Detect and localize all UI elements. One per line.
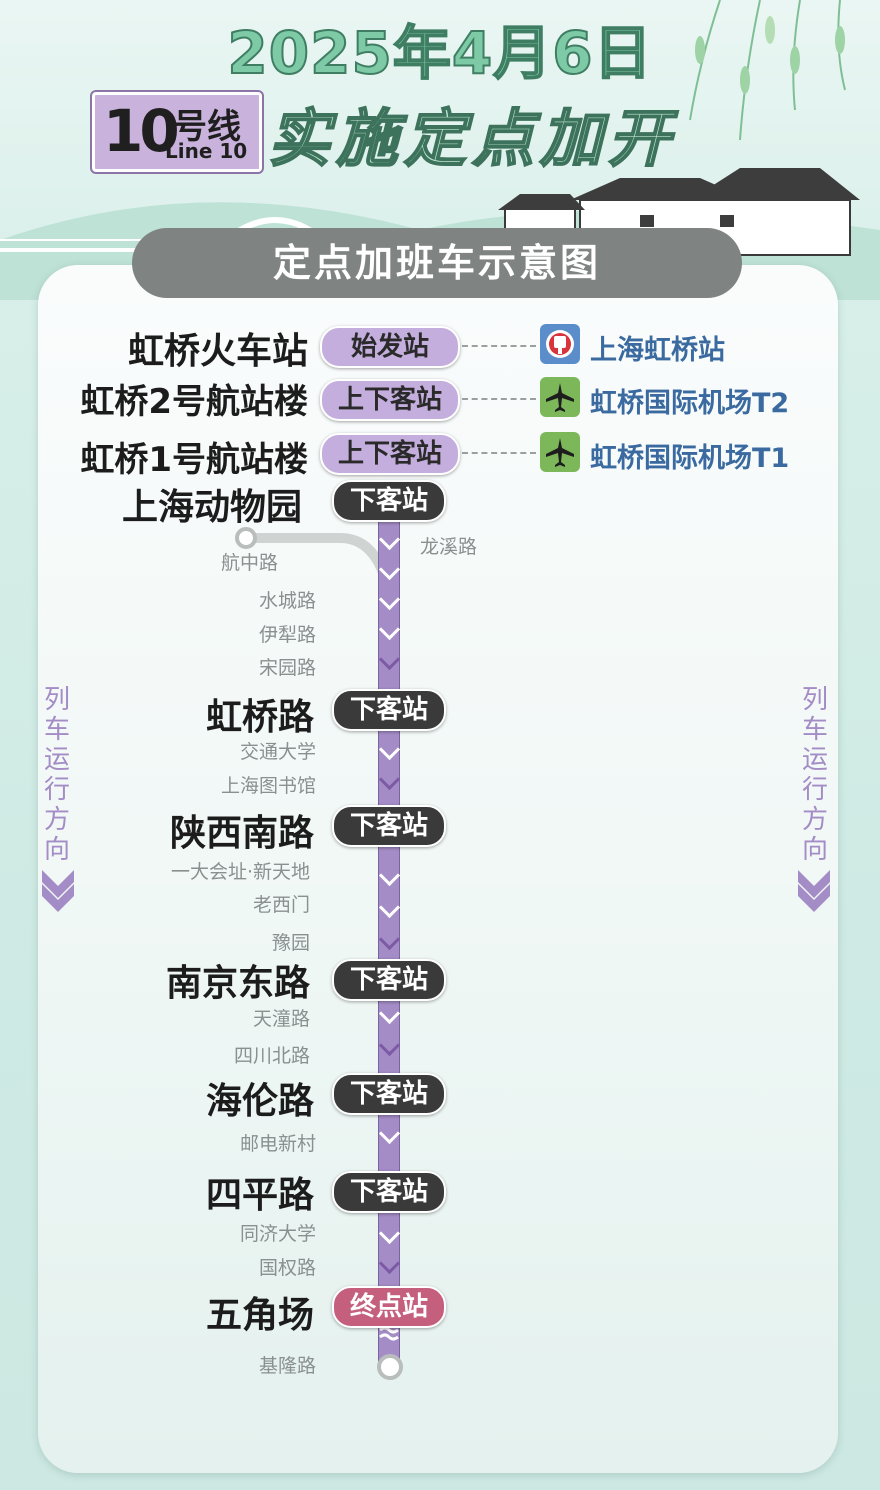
tag-alighting-station: 下客站	[332, 1073, 446, 1115]
transfer-hongqiao-station: 上海虹桥站	[590, 335, 725, 366]
break-mark-icon	[379, 1326, 399, 1341]
house-icon	[498, 168, 860, 256]
station-shaanxi-south-road: 陕西南路	[169, 813, 314, 854]
transfer-connector	[462, 452, 536, 454]
line-number: 10	[103, 97, 180, 165]
transfer-airport-t2: 虹桥国际机场T2	[590, 388, 790, 419]
station-hangzhong-road: 航中路	[220, 552, 278, 574]
station-east-nanjing-road: 南京东路	[165, 963, 310, 1004]
tag-alighting-station: 下客站	[332, 805, 446, 847]
station-jilong-road: 基隆路	[258, 1355, 316, 1377]
tag-alighting-station: 下客站	[332, 1171, 446, 1213]
direction-label-right: 列车运行方向	[801, 685, 828, 865]
line-end-circle	[377, 1354, 403, 1380]
station-hailun-road: 海伦路	[205, 1081, 314, 1122]
line-label-zh: 号线	[173, 107, 241, 147]
station-songyuan-road: 宋园路	[258, 657, 316, 679]
station-yuyuan: 豫园	[271, 932, 310, 954]
airplane-icon	[540, 432, 580, 472]
tag-terminal-station: 终点站	[332, 1286, 446, 1328]
station-wujiaochang: 五角场	[205, 1295, 314, 1336]
station-hongqiao-road: 虹桥路	[205, 697, 314, 738]
station-yili-road: 伊犁路	[258, 624, 316, 646]
station-north-sichuan-road: 四川北路	[233, 1045, 310, 1067]
tag-origin-station: 始发站	[320, 326, 460, 368]
line-badge: 10 号线 Line 10	[92, 92, 262, 172]
tag-alighting-station: 下客站	[332, 689, 446, 731]
tag-alighting-station: 下客站	[332, 959, 446, 1001]
station-shanghai-zoo: 上海动物园	[121, 487, 302, 528]
station-hongqiao-t2: 虹桥2号航站楼	[80, 382, 308, 422]
tag-boarding-station: 上下客站	[320, 433, 460, 475]
airplane-icon	[540, 377, 580, 417]
transfer-connector	[462, 398, 536, 400]
railway-icon	[540, 324, 580, 364]
station-shuicheng-road: 水城路	[258, 590, 316, 612]
station-hongqiao-t1: 虹桥1号航站楼	[80, 440, 308, 480]
slogan-title: 实施定点加开	[267, 101, 677, 176]
willow-icon	[689, 0, 846, 141]
station-hongqiao-railway: 虹桥火车站	[127, 331, 308, 372]
transfer-connector	[462, 345, 536, 347]
station-xintiandi: 一大会址·新天地	[170, 861, 310, 883]
station-guoquan-road: 国权路	[258, 1257, 316, 1279]
station-laoximen: 老西门	[252, 894, 310, 916]
station-tongji-university: 同济大学	[239, 1223, 316, 1245]
direction-label-left: 列车运行方向	[43, 685, 70, 865]
station-longxi-road: 龙溪路	[420, 536, 478, 558]
station-tiantong-road: 天潼路	[252, 1008, 310, 1030]
down-arrow-icon	[798, 870, 830, 912]
map-title-banner: 定点加班车示意图	[132, 228, 742, 298]
station-shanghai-library: 上海图书馆	[220, 775, 316, 797]
tag-boarding-station: 上下客站	[320, 379, 460, 421]
station-youdian-xincun: 邮电新村	[239, 1133, 316, 1155]
tag-alighting-station: 下客站	[332, 480, 446, 522]
line-label-en: Line 10	[165, 139, 248, 163]
station-jiaotong-university: 交通大学	[239, 741, 316, 763]
down-arrow-icon	[42, 870, 74, 912]
date-title: 2025年4月6日	[226, 18, 653, 88]
transfer-airport-t1: 虹桥国际机场T1	[590, 443, 790, 474]
station-siping-road: 四平路	[205, 1175, 314, 1216]
